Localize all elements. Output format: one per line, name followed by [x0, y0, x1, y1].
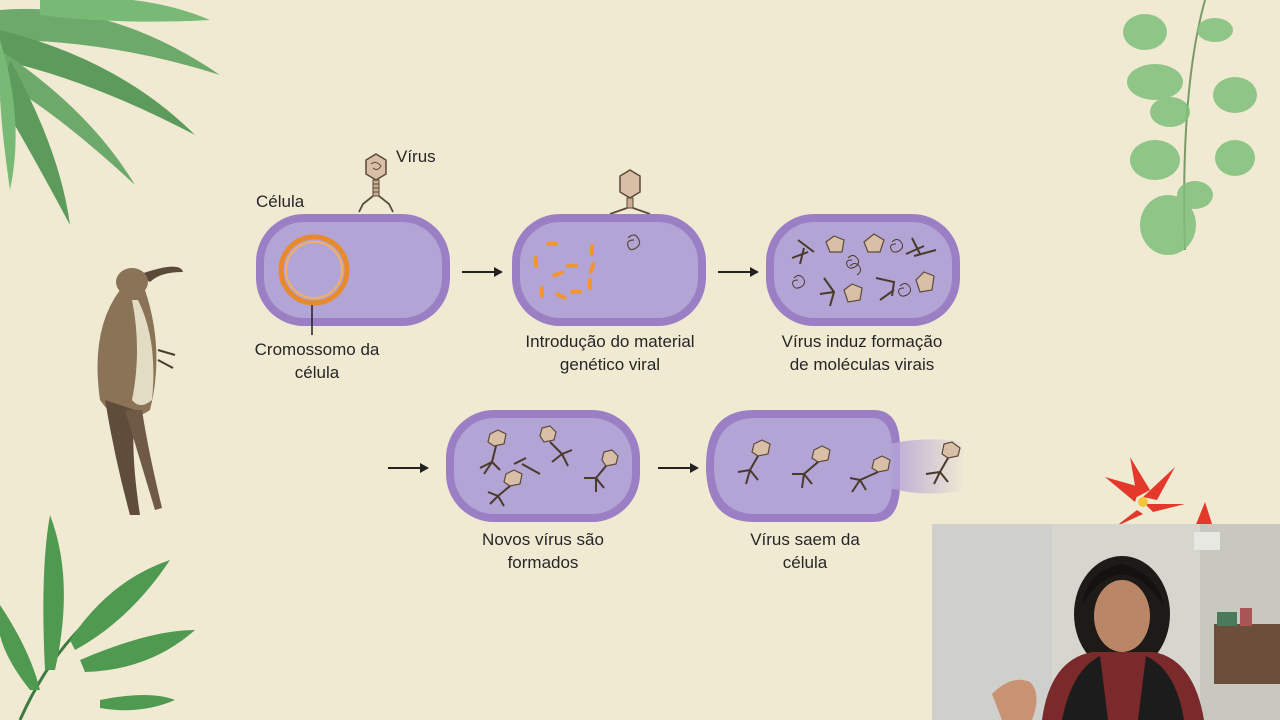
- bacteriophage-icon: [358, 153, 394, 213]
- cell-step-2: [512, 214, 706, 326]
- palm-leaf-top-left: [0, 0, 220, 225]
- chromosome-ring: [278, 234, 350, 306]
- eucalyptus-branch-top-right: [1123, 0, 1257, 255]
- assembled-phage-tails: [479, 441, 607, 507]
- viral-capsids: [825, 233, 935, 303]
- arrow-2: [718, 267, 759, 277]
- leaf-bottom-left: [0, 515, 195, 720]
- bacteriophage-icon: [609, 169, 651, 215]
- step-5-caption: Vírus saem da célula: [750, 530, 860, 572]
- chromosome-pointer-line: [311, 305, 313, 335]
- bird-illustration: [97, 266, 183, 515]
- cell-step-4: [446, 410, 640, 522]
- released-phages: [751, 439, 961, 473]
- step-4-caption: Novos vírus são formados: [482, 530, 604, 572]
- viral-tails: [791, 237, 937, 307]
- arrow-1: [462, 267, 503, 277]
- presenter-webcam: [932, 524, 1280, 720]
- virus-label: Vírus: [396, 147, 436, 166]
- chromosome-caption: Cromossomo da célula: [254, 340, 380, 382]
- arrow-4: [658, 463, 699, 473]
- released-phage-tails: [737, 455, 949, 493]
- red-flower: [1105, 457, 1213, 527]
- cell-step-5: [706, 410, 966, 522]
- step-3-caption: Vírus induz formação de moléculas virais: [781, 332, 943, 374]
- presenter-video-frame: [932, 524, 1280, 720]
- cell-step-3: [766, 214, 960, 326]
- viral-dna-coil: [627, 234, 641, 251]
- step-2-caption: Introdução do material genético viral: [525, 332, 695, 374]
- viral-dna-coils: [792, 239, 912, 297]
- arrow-3: [388, 463, 429, 473]
- viral-dna-fragments: [534, 242, 596, 300]
- cell-step-1: [256, 214, 450, 326]
- assembled-phages: [487, 425, 619, 487]
- cell-label: Célula: [256, 192, 305, 211]
